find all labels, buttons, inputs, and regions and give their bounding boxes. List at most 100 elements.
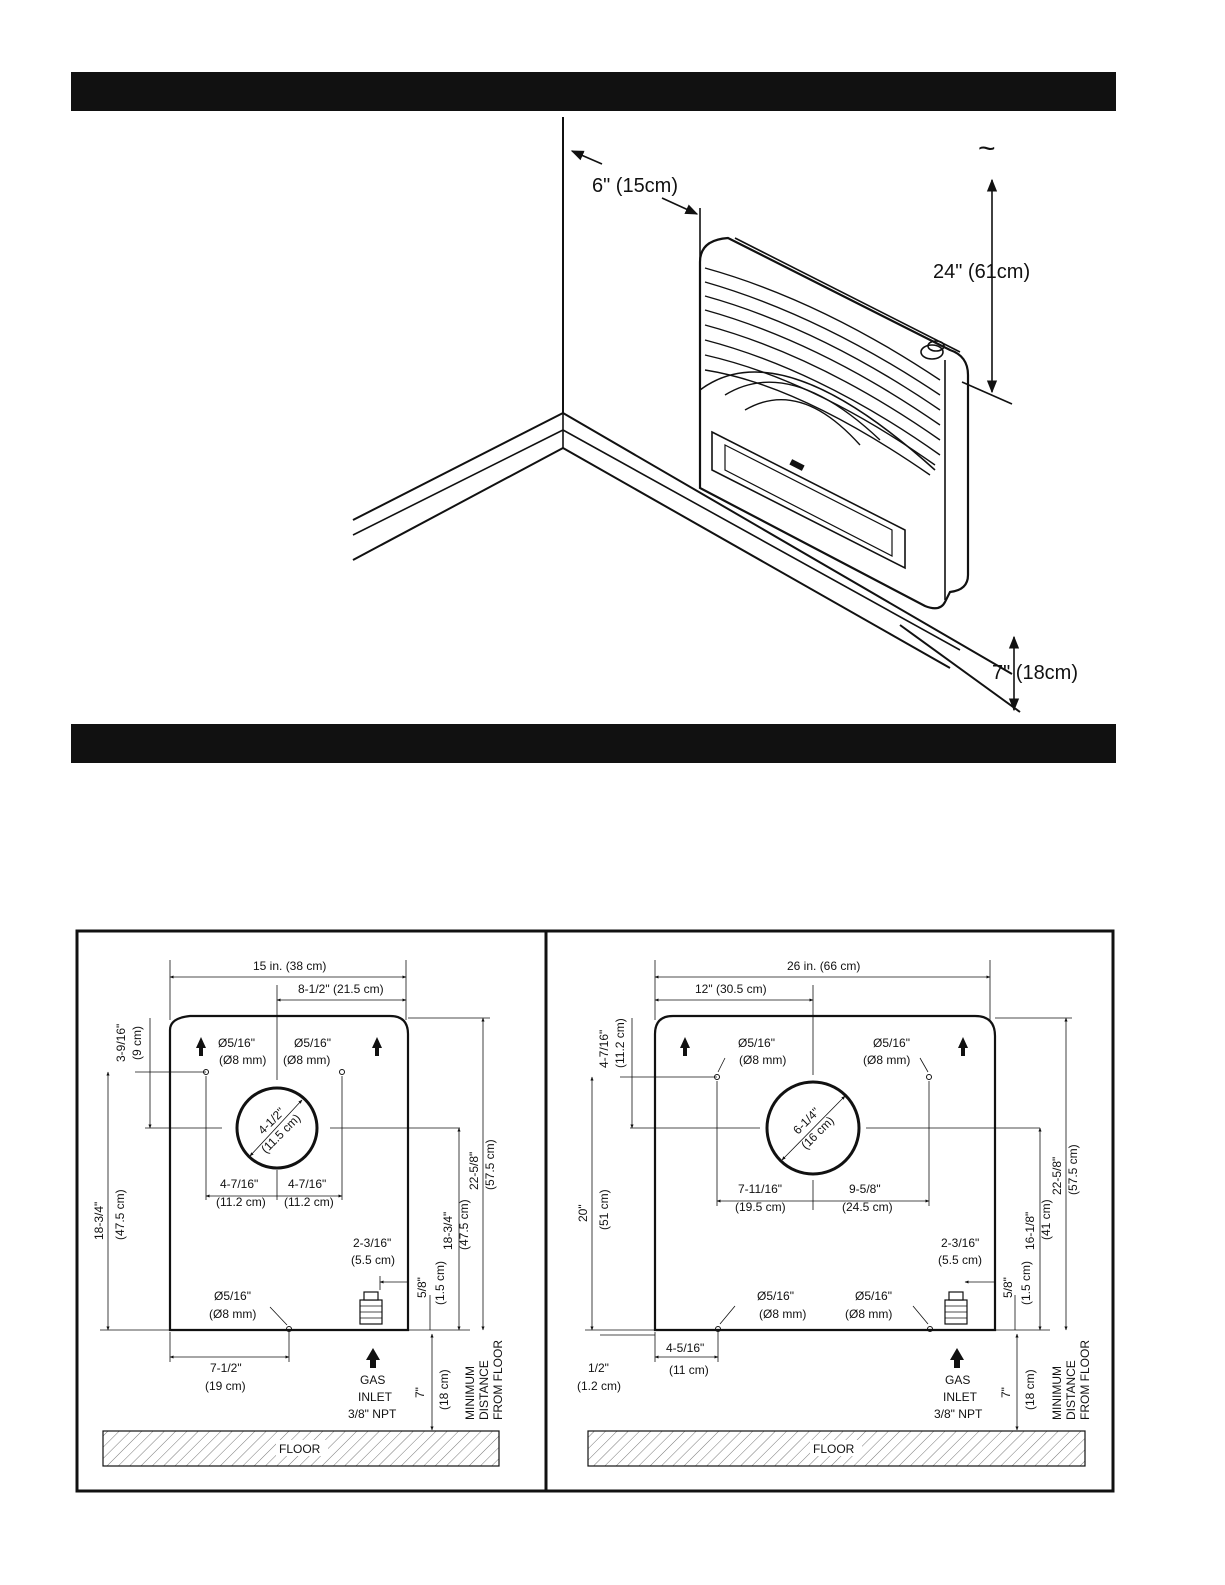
svg-text:26 in. (66 cm): 26 in. (66 cm) [787, 959, 860, 973]
svg-text:2-3/16": 2-3/16" [941, 1236, 979, 1250]
left-template-outline [168, 1014, 410, 1332]
svg-text:5/8": 5/8" [415, 1277, 429, 1298]
svg-text:INLET: INLET [943, 1390, 978, 1404]
svg-text:18-3/4": 18-3/4" [92, 1202, 106, 1240]
svg-text:Ø5/16": Ø5/16" [218, 1036, 255, 1050]
svg-text:GAS: GAS [360, 1373, 385, 1387]
svg-text:DISTANCE: DISTANCE [477, 1360, 491, 1420]
gas-inlet-arrow-icon [950, 1348, 964, 1368]
svg-text:(47.5 cm): (47.5 cm) [113, 1189, 127, 1240]
right-bottom-hole-2 [927, 1326, 933, 1332]
svg-text:12" (30.5 cm): 12" (30.5 cm) [695, 982, 767, 996]
svg-text:(18 cm): (18 cm) [1023, 1369, 1037, 1410]
svg-text:(24.5 cm): (24.5 cm) [842, 1200, 893, 1214]
svg-text:(19 cm): (19 cm) [205, 1379, 246, 1393]
right-top-hole-2 [926, 1074, 932, 1080]
svg-text:5/8": 5/8" [1001, 1277, 1015, 1298]
up-arrow-icon [196, 1037, 206, 1056]
svg-text:22-5/8": 22-5/8" [1050, 1157, 1064, 1195]
right-template: 6-1/4" (16 cm) Ø5/16" (Ø8 mm) Ø5/16" (Ø8… [576, 959, 1092, 1467]
svg-text:FROM FLOOR: FROM FLOOR [491, 1340, 505, 1420]
svg-text:(5.5 cm): (5.5 cm) [938, 1253, 982, 1267]
svg-text:(11.2 cm): (11.2 cm) [613, 1018, 627, 1068]
svg-text:7": 7" [999, 1387, 1013, 1398]
svg-text:(5.5 cm): (5.5 cm) [351, 1253, 395, 1267]
floor-clearance-label: 7" (18cm) [992, 662, 1078, 684]
svg-text:(57.5 cm): (57.5 cm) [483, 1139, 497, 1190]
svg-text:FLOOR: FLOOR [813, 1442, 855, 1456]
svg-text:(1.5 cm): (1.5 cm) [1019, 1261, 1033, 1305]
svg-text:FROM FLOOR: FROM FLOOR [1078, 1340, 1092, 1420]
left-template: 4-1/2" (11.5 cm) Ø5/16" (Ø8 mm) Ø5/16" (… [92, 959, 505, 1467]
svg-text:(Ø8 mm): (Ø8 mm) [209, 1307, 256, 1321]
svg-text:Ø5/16": Ø5/16" [214, 1289, 251, 1303]
gas-fitting-icon [359, 1291, 383, 1325]
svg-text:15 in. (38 cm): 15 in. (38 cm) [253, 959, 326, 973]
svg-text:1/2": 1/2" [588, 1361, 609, 1375]
svg-text:(11.2 cm): (11.2 cm) [216, 1195, 266, 1209]
svg-text:(47.5 cm): (47.5 cm) [457, 1199, 471, 1250]
side-clearance-label: 6" (15cm) [592, 175, 678, 197]
svg-text:4-7/16": 4-7/16" [597, 1030, 611, 1068]
right-vent-circle [765, 1080, 861, 1176]
svg-text:(9 cm): (9 cm) [130, 1026, 144, 1060]
top-clearance-label: 24" (61cm) [933, 261, 1030, 283]
svg-text:Ø5/16": Ø5/16" [873, 1036, 910, 1050]
svg-text:MINIMUM: MINIMUM [1050, 1366, 1064, 1420]
svg-text:(51 cm): (51 cm) [597, 1189, 611, 1230]
svg-text:MINIMUM: MINIMUM [463, 1366, 477, 1420]
svg-text:GAS: GAS [945, 1373, 970, 1387]
svg-text:16-1/8": 16-1/8" [1023, 1212, 1037, 1250]
svg-text:(1.5 cm): (1.5 cm) [433, 1261, 447, 1305]
svg-text:Ø5/16": Ø5/16" [757, 1289, 794, 1303]
left-vent-circle [235, 1086, 319, 1170]
svg-text:(Ø8 mm): (Ø8 mm) [283, 1053, 330, 1067]
svg-text:Ø5/16": Ø5/16" [738, 1036, 775, 1050]
right-template-outline [653, 1014, 997, 1332]
left-top-hole-2 [339, 1069, 345, 1075]
svg-text:4-7/16": 4-7/16" [220, 1177, 258, 1191]
up-arrow-icon [958, 1037, 968, 1056]
svg-text:FLOOR: FLOOR [279, 1442, 321, 1456]
svg-text:7-11/16": 7-11/16" [738, 1182, 782, 1196]
section-header-bar-templates [71, 724, 1116, 763]
break-symbol: ~ [978, 132, 996, 165]
svg-text:18-3/4": 18-3/4" [441, 1212, 455, 1250]
svg-text:7-1/2": 7-1/2" [210, 1361, 242, 1375]
svg-text:(11 cm): (11 cm) [669, 1363, 709, 1377]
svg-text:(11.2 cm): (11.2 cm) [284, 1195, 334, 1209]
svg-text:INLET: INLET [358, 1390, 393, 1404]
svg-text:(41 cm): (41 cm) [1039, 1199, 1053, 1240]
up-arrow-icon [372, 1037, 382, 1056]
svg-text:4-5/16": 4-5/16" [666, 1341, 704, 1355]
svg-text:(Ø8 mm): (Ø8 mm) [739, 1053, 786, 1067]
svg-text:Ø5/16": Ø5/16" [294, 1036, 331, 1050]
svg-text:2-3/16": 2-3/16" [353, 1236, 391, 1250]
svg-text:DISTANCE: DISTANCE [1064, 1360, 1078, 1420]
svg-text:7": 7" [413, 1387, 427, 1398]
svg-text:9-5/8": 9-5/8" [849, 1182, 881, 1196]
left-bottom-hole [286, 1326, 292, 1332]
gas-inlet-arrow-icon [366, 1348, 380, 1368]
heater-illustration [698, 236, 970, 610]
svg-text:(Ø8 mm): (Ø8 mm) [845, 1307, 892, 1321]
right-bottom-hole-1 [715, 1326, 721, 1332]
section-header-bar-clearances [71, 72, 1116, 111]
svg-text:22-5/8": 22-5/8" [467, 1152, 481, 1190]
svg-text:3/8" NPT: 3/8" NPT [934, 1407, 983, 1421]
clearance-illustration: 6" (15cm) ~ 24" (61cm) 7" (18cm) [352, 117, 1078, 713]
svg-text:(57.5 cm): (57.5 cm) [1066, 1144, 1080, 1195]
svg-text:20": 20" [576, 1204, 590, 1222]
svg-text:8-1/2" (21.5 cm): 8-1/2" (21.5 cm) [298, 982, 384, 996]
svg-text:(19.5 cm): (19.5 cm) [735, 1200, 786, 1214]
svg-text:Ø5/16": Ø5/16" [855, 1289, 892, 1303]
gas-fitting-icon [944, 1291, 968, 1325]
svg-text:4-7/16": 4-7/16" [288, 1177, 326, 1191]
svg-text:(Ø8 mm): (Ø8 mm) [863, 1053, 910, 1067]
svg-text:(1.2 cm): (1.2 cm) [577, 1379, 621, 1393]
up-arrow-icon [680, 1037, 690, 1056]
svg-text:(Ø8 mm): (Ø8 mm) [759, 1307, 806, 1321]
svg-text:(Ø8 mm): (Ø8 mm) [219, 1053, 266, 1067]
svg-text:(18 cm): (18 cm) [437, 1369, 451, 1410]
